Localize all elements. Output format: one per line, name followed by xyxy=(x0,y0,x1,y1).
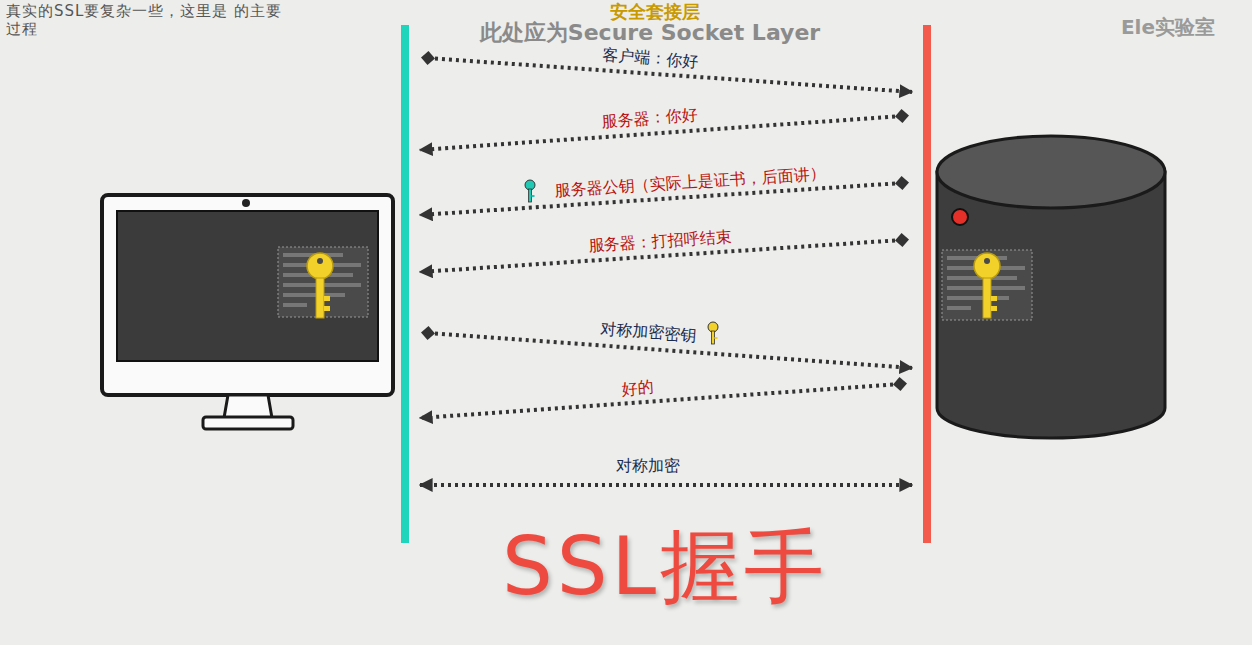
message-label: 服务器：你好 xyxy=(601,105,698,131)
key-icon xyxy=(525,180,535,202)
client-monitor xyxy=(102,195,393,429)
server-cylinder xyxy=(937,136,1165,438)
message-label: 服务器公钥（实际上是证书，后面讲） xyxy=(554,163,827,200)
note-text: 真实的SSL要复杂一些，这里是 的主要过程 xyxy=(6,2,296,38)
server-lifeline xyxy=(923,25,931,543)
watermark: Ele实验室 xyxy=(1121,15,1215,39)
heading-fragment: 安全套接层 xyxy=(610,1,700,23)
message-arrow xyxy=(420,384,900,418)
key-icon xyxy=(708,322,718,344)
message-label: 对称加密 xyxy=(616,456,680,475)
message-label: 客户端：你好 xyxy=(601,45,698,71)
message-label: 好的 xyxy=(621,377,654,398)
message-label: 对称加密密钥 xyxy=(599,319,696,345)
diagram-title: SSL握手 xyxy=(502,519,828,615)
correction-note: 此处应为Secure Socket Layer xyxy=(480,20,820,46)
message-arrow xyxy=(420,483,912,487)
client-lifeline xyxy=(401,25,409,543)
